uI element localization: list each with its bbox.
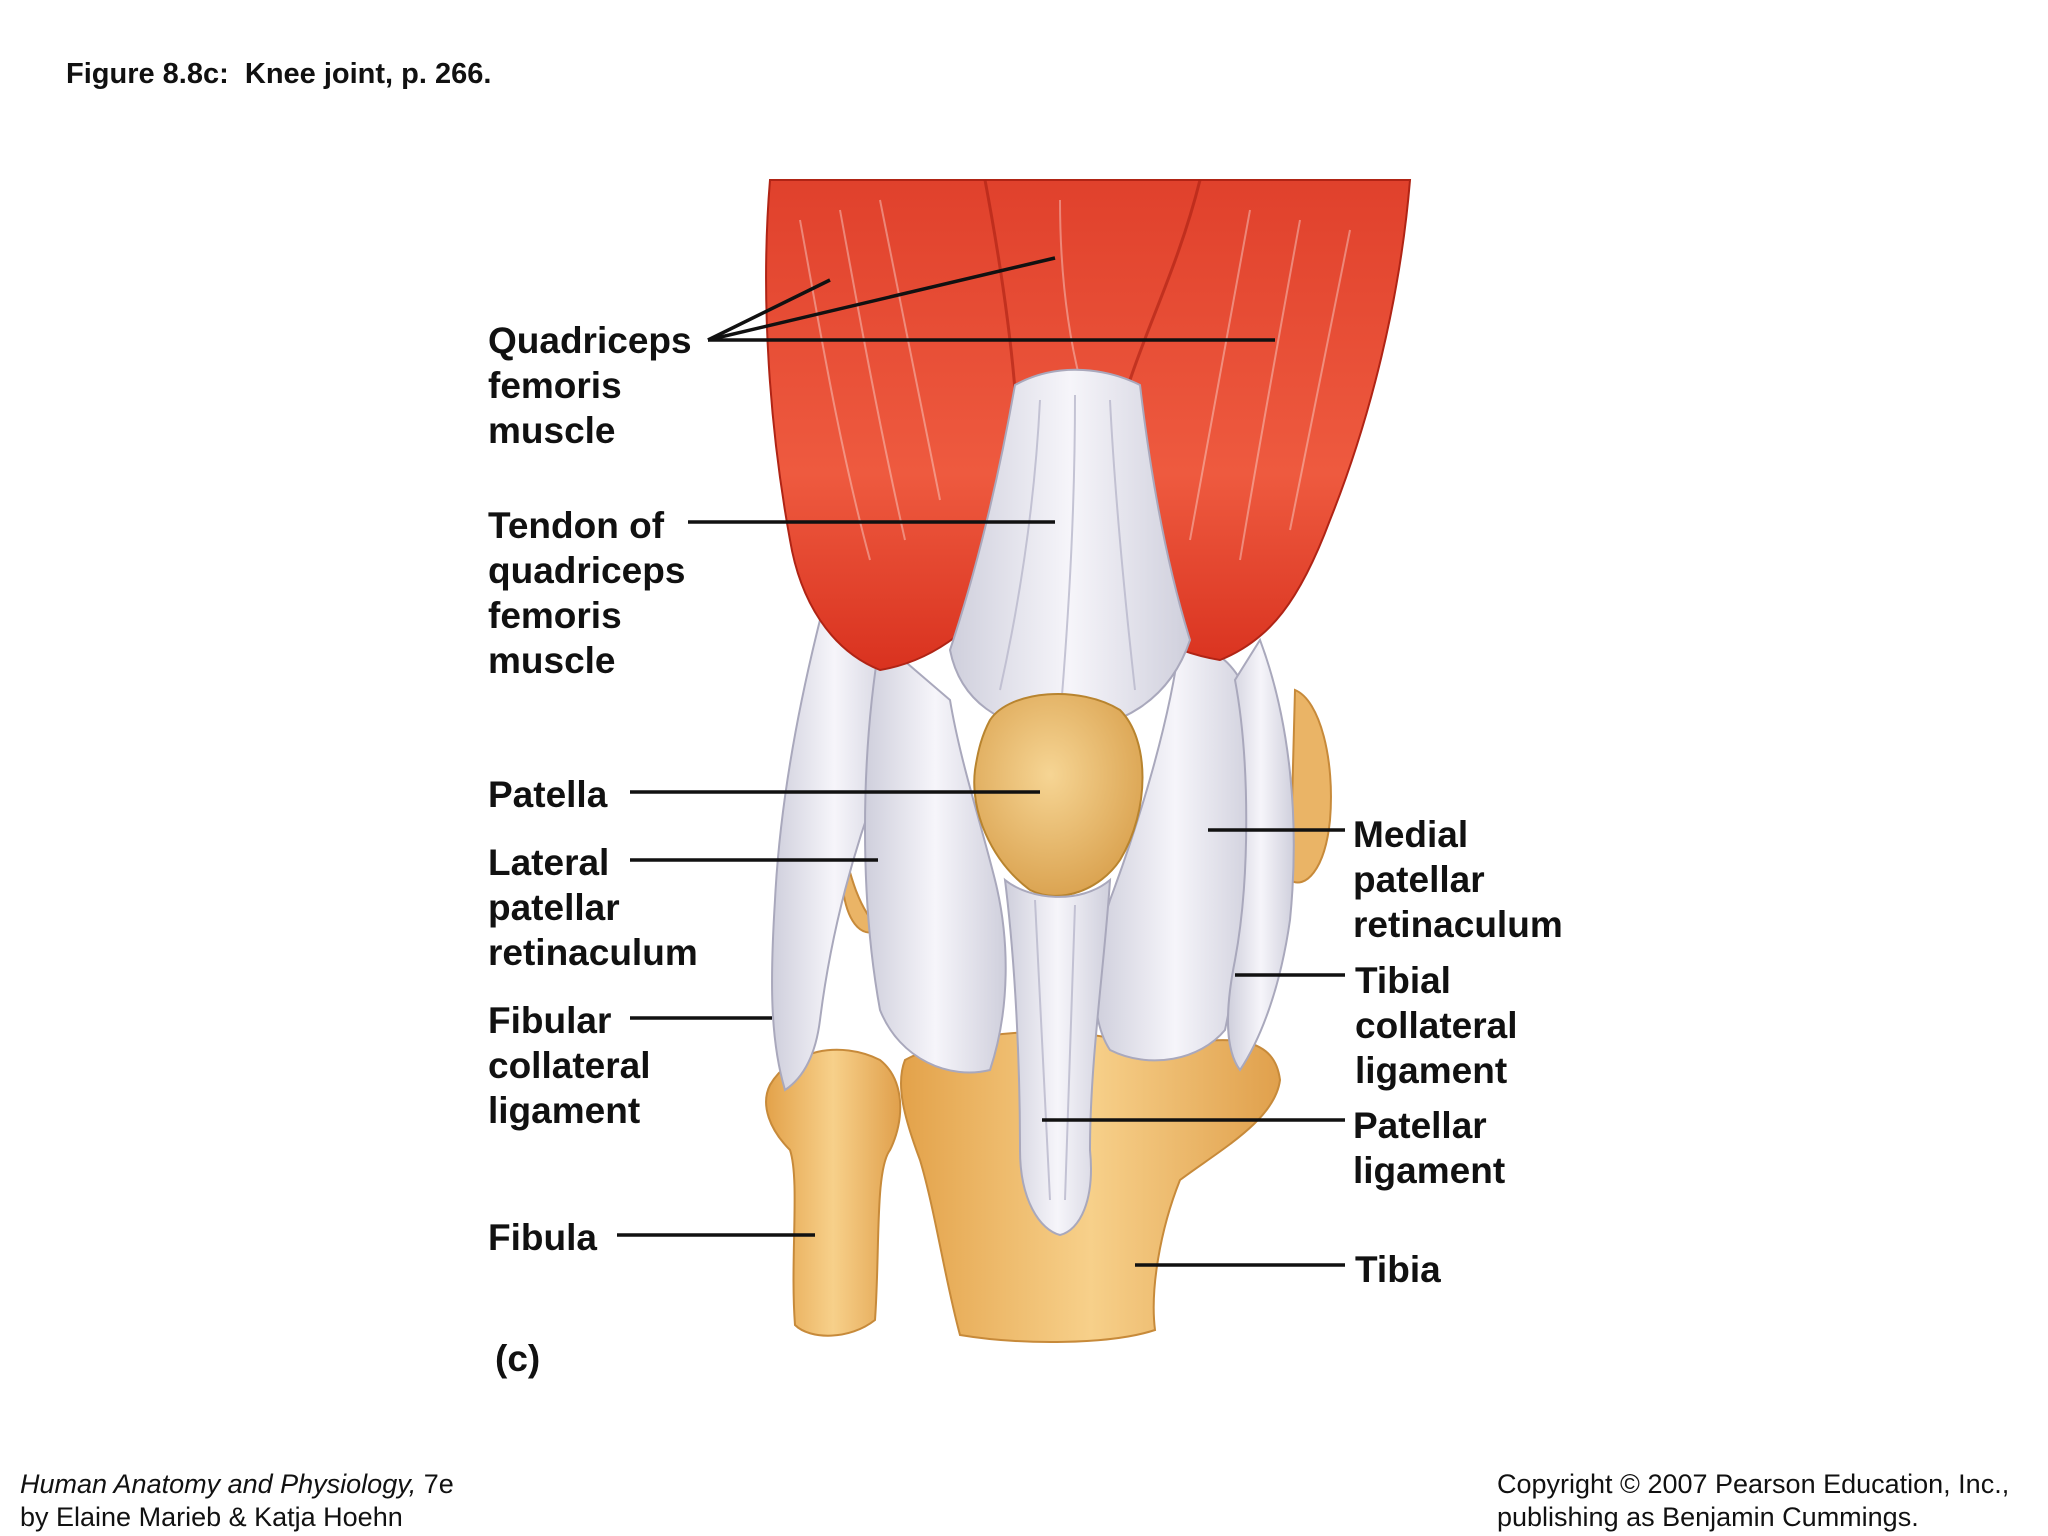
label-patellar-ligament: Patellar ligament bbox=[1353, 1105, 1506, 1191]
label-quadriceps-femoris-muscle: Quadriceps femoris muscle bbox=[488, 320, 692, 451]
book-title: Human Anatomy and Physiology, bbox=[20, 1469, 417, 1499]
footer-copyright: Copyright © 2007 Pearson Education, Inc.… bbox=[1497, 1468, 2009, 1534]
figure-title: Figure 8.8c: Knee joint, p. 266. bbox=[66, 58, 492, 90]
patellar-ligament bbox=[1003, 877, 1112, 1237]
copyright-line: Copyright © 2007 Pearson Education, Inc.… bbox=[1497, 1469, 2010, 1499]
panel-letter: (c) bbox=[495, 1338, 541, 1379]
quadriceps-tendon bbox=[948, 368, 1192, 732]
publisher-line: publishing as Benjamin Cummings. bbox=[1497, 1502, 1919, 1532]
label-fibula: Fibula bbox=[488, 1217, 597, 1258]
footer-citation: Human Anatomy and Physiology, 7e by Elai… bbox=[20, 1468, 454, 1534]
leader-lines bbox=[617, 256, 1345, 1267]
book-authors: by Elaine Marieb & Katja Hoehn bbox=[20, 1502, 403, 1532]
book-edition: 7e bbox=[416, 1469, 454, 1499]
label-fibular-collateral-ligament: Fibular collateral ligament bbox=[488, 1000, 651, 1131]
ligaments bbox=[771, 619, 1295, 1092]
patella-bone bbox=[973, 693, 1144, 897]
label-patella: Patella bbox=[488, 774, 608, 815]
label-tibia: Tibia bbox=[1355, 1249, 1441, 1290]
label-medial-patellar-retinaculum: Medial patellar retinaculum bbox=[1353, 814, 1563, 945]
fibula-bone bbox=[765, 1048, 902, 1337]
label-tibial-collateral-ligament: Tibial collateral ligament bbox=[1355, 960, 1518, 1091]
label-lateral-patellar-retinaculum: Lateral patellar retinaculum bbox=[488, 842, 698, 973]
label-tendon-of-quadriceps: Tendon of quadriceps femoris muscle bbox=[488, 505, 686, 681]
